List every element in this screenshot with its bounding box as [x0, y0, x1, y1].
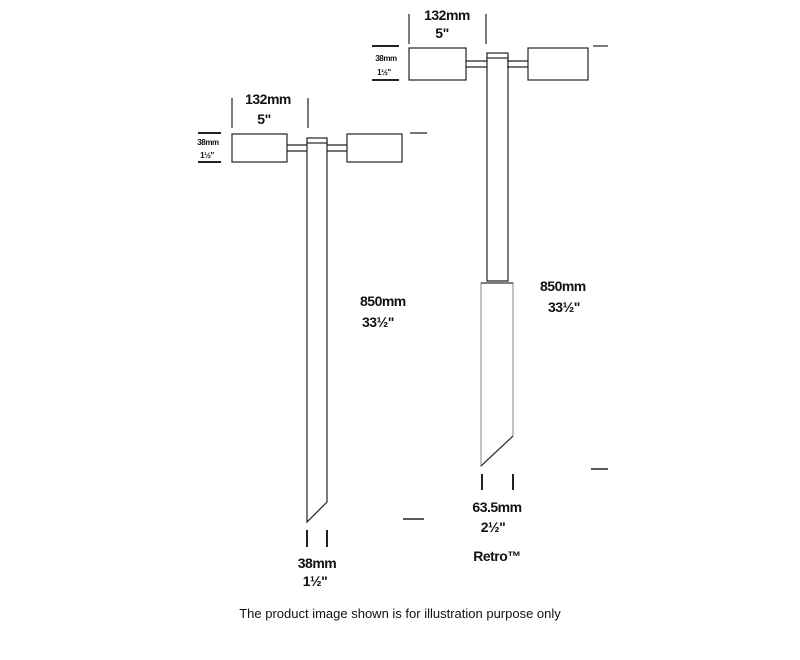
right-width-in-label: 5" [435, 25, 448, 41]
left-head-height-in-label: 1½" [200, 151, 214, 160]
right-head-right [527, 47, 589, 81]
left-stake [306, 140, 328, 524]
left-width-in-label: 5" [257, 111, 270, 127]
illustration-disclaimer: The product image shown is for illustrat… [239, 606, 561, 621]
right-length-mm-label: 850mm [540, 278, 586, 294]
right-length-in-label: 33½" [548, 299, 580, 315]
right-stake-sleeve [480, 282, 514, 468]
left-head-right [346, 133, 403, 163]
left-stem-width-in-label: 1½" [303, 573, 328, 589]
left-width-mm-label: 132mm [245, 91, 291, 107]
left-length-mm-label: 850mm [360, 293, 406, 309]
right-width-mm-label: 132mm [424, 7, 470, 23]
right-head-left [408, 47, 467, 81]
right-head-height-mm-label: 38mm [375, 54, 397, 63]
left-head-height-mm-label: 38mm [197, 138, 219, 147]
model-name-label: Retro™ [473, 548, 521, 564]
left-length-in-label: 33½" [362, 314, 394, 330]
left-fixture [198, 98, 427, 547]
left-head-left [231, 133, 288, 163]
right-upper-post [486, 55, 509, 282]
right-fixture [372, 14, 608, 490]
right-head-height-in-label: 1½" [377, 68, 391, 77]
right-stem-width-in-label: 2½" [481, 519, 506, 535]
left-stem-width-mm-label: 38mm [298, 555, 337, 571]
right-stem-width-mm-label: 63.5mm [472, 499, 521, 515]
